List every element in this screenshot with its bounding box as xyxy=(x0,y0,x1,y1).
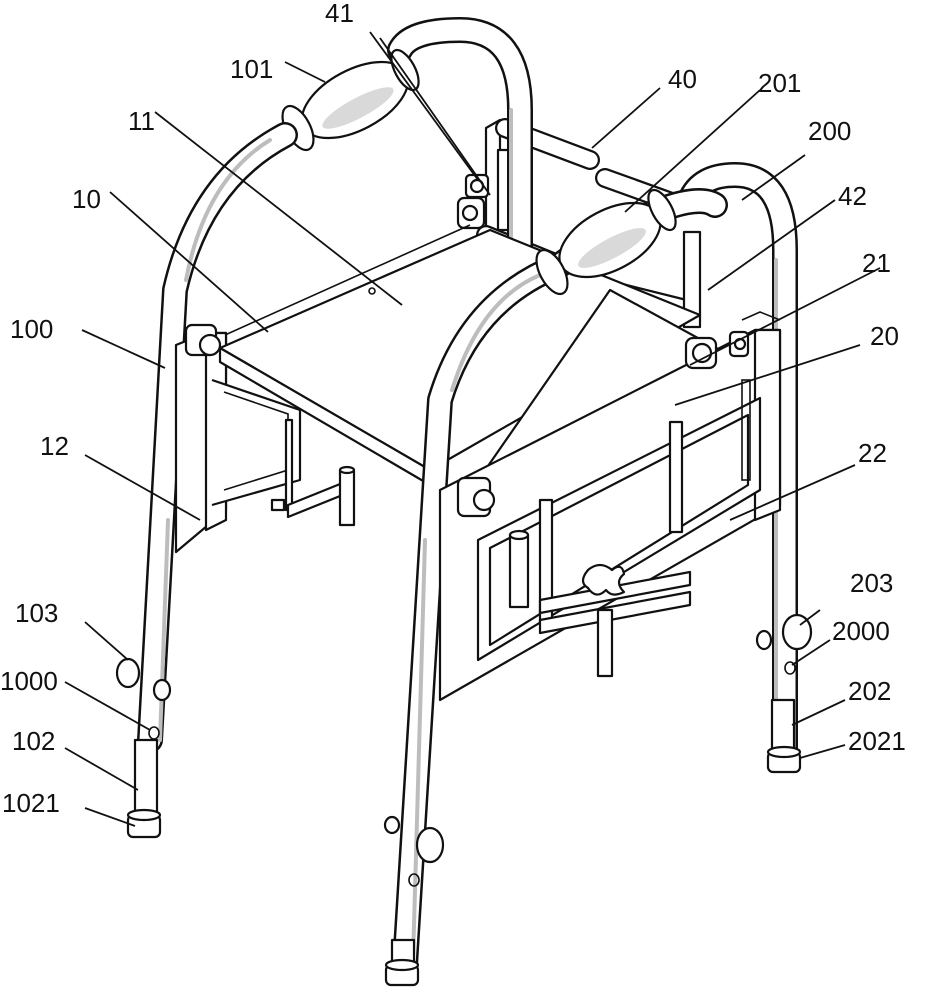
label-103: 103 xyxy=(15,598,58,628)
label-40: 40 xyxy=(668,64,697,94)
label-1000: 1000 xyxy=(0,666,58,696)
label-42: 42 xyxy=(838,181,867,211)
label-41: 41 xyxy=(325,0,354,28)
reference-labels: 41 101 40 201 11 200 10 42 21 100 20 12 … xyxy=(0,0,906,818)
left-walker-frame xyxy=(137,17,533,753)
label-100: 100 xyxy=(10,314,53,344)
right-seat-assembly xyxy=(438,288,782,702)
legs-and-feet xyxy=(115,498,813,987)
label-202: 202 xyxy=(848,676,891,706)
label-2000: 2000 xyxy=(832,616,890,646)
label-101: 101 xyxy=(230,54,273,84)
label-11: 11 xyxy=(128,106,155,136)
label-20: 20 xyxy=(870,321,899,351)
label-22: 22 xyxy=(858,438,887,468)
label-102: 102 xyxy=(12,726,55,756)
label-2021: 2021 xyxy=(848,726,906,756)
label-200: 200 xyxy=(808,116,851,146)
label-203: 203 xyxy=(850,568,893,598)
label-12: 12 xyxy=(40,431,69,461)
handle-grip-201 xyxy=(535,188,728,296)
label-21: 21 xyxy=(862,248,891,278)
label-201: 201 xyxy=(758,68,801,98)
label-10: 10 xyxy=(72,184,101,214)
leader-lines xyxy=(64,31,881,827)
hinge-41 xyxy=(456,173,490,230)
handle-grip-101 xyxy=(281,48,420,152)
right-walker-frame xyxy=(392,162,798,978)
adjustment-knob xyxy=(581,563,626,596)
label-1021: 1021 xyxy=(2,788,60,818)
